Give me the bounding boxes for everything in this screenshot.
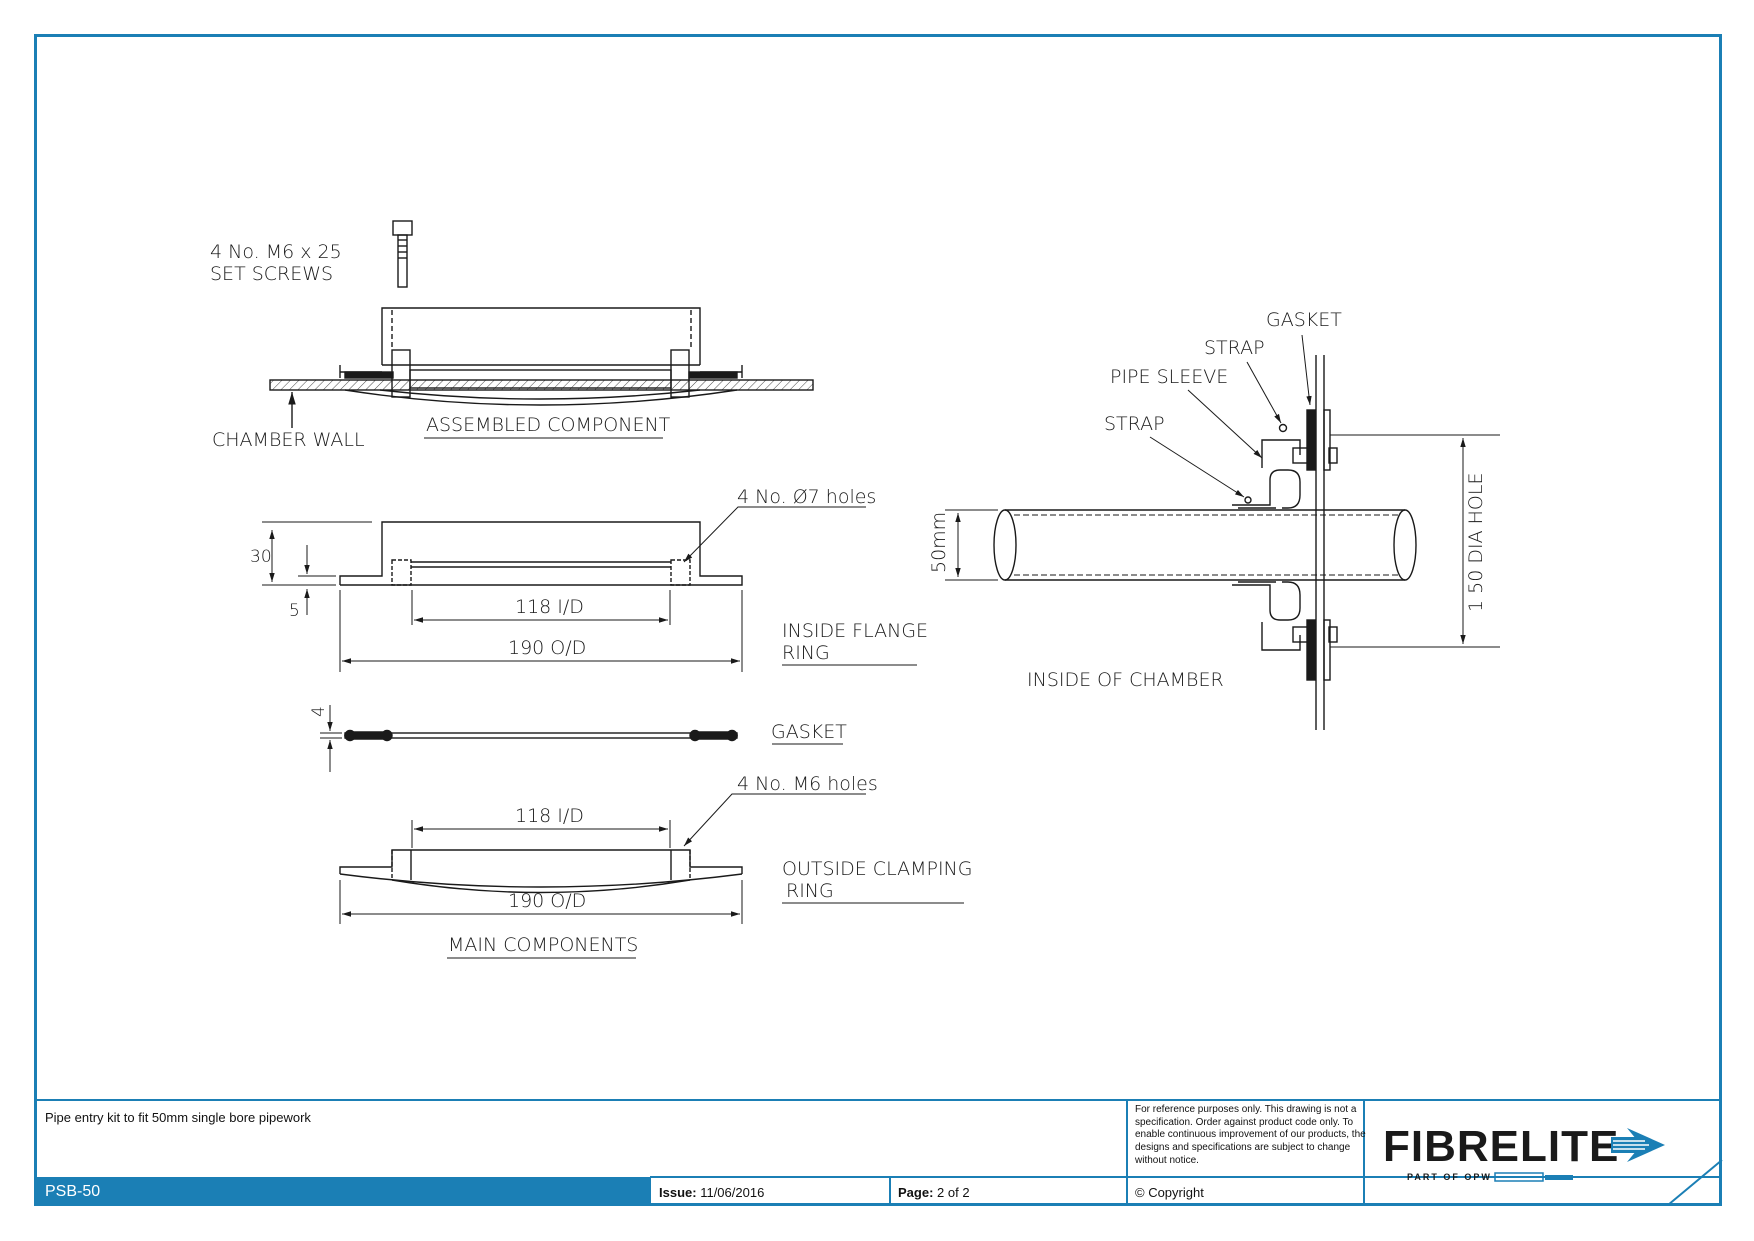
pipe-section-view	[945, 334, 1500, 730]
inside-chamber-label: INSIDE OF CHAMBER	[1027, 669, 1224, 691]
set-screw-head	[392, 220, 413, 236]
logo-badge-icon	[1494, 1172, 1544, 1182]
housing-outline	[381, 307, 701, 365]
issue-date: Issue: 11/06/2016	[659, 1185, 765, 1200]
main-components-title: MAIN COMPONENTS	[448, 934, 638, 956]
outside-clamping-ring-view	[339, 793, 964, 959]
strap-left-label: STRAP	[1104, 413, 1165, 435]
fibrelite-logo: FIBRELITE PART OF OPW	[1383, 1122, 1665, 1182]
inside-flange-label-2: RING	[782, 642, 830, 664]
dim-50mm: 50mm	[928, 512, 950, 573]
chamber-wall-label: CHAMBER WALL	[212, 429, 365, 451]
dim-150-dia: 1 50 DIA HOLE	[1465, 473, 1487, 612]
dim-4: 4	[309, 706, 329, 717]
logo-text: FIBRELITE	[1383, 1122, 1619, 1171]
dim-118-flange: 118 I/D	[515, 596, 584, 618]
title-block-lines	[37, 1099, 1723, 1206]
assembled-component-title: ASSEMBLED COMPONENT	[426, 414, 671, 436]
m6-holes-label: 4 No. M6 holes	[737, 773, 878, 795]
logo-badge-bar-icon	[1545, 1175, 1573, 1180]
page-number: Page: 2 of 2	[898, 1185, 970, 1200]
title-block: Pipe entry kit to fit 50mm single bore p…	[37, 1100, 1720, 1206]
gasket-right-label: GASKET	[1266, 309, 1342, 331]
strap-top-label: STRAP	[1204, 337, 1265, 359]
drawing-frame	[34, 34, 1722, 1206]
dim-30: 30	[250, 547, 272, 567]
dim-190-flange: 190 O/D	[508, 637, 586, 659]
assembled-component-view	[269, 220, 814, 439]
holes-7-label: 4 No. Ø7 holes	[737, 486, 876, 508]
gasket-view	[320, 705, 843, 772]
dim-5: 5	[289, 601, 300, 621]
set-screw-shank	[397, 234, 408, 288]
reference-note: For reference purposes only. This drawin…	[1135, 1104, 1366, 1166]
dim-190-clamp: 190 O/D	[508, 890, 586, 912]
copyright: © Copyright	[1135, 1185, 1204, 1200]
logo-arrow-icon	[1611, 1128, 1665, 1162]
gasket-label: GASKET	[771, 721, 847, 743]
chamber-wall	[269, 379, 814, 391]
outside-clamp-label-2: RING	[786, 880, 834, 902]
inside-flange-ring-view	[262, 506, 917, 672]
code-bar	[37, 1177, 651, 1205]
pipe-sleeve-label: PIPE SLEEVE	[1110, 366, 1228, 388]
dim-118-clamp: 118 I/D	[515, 805, 584, 827]
logo-subtext: PART OF OPW	[1407, 1172, 1492, 1182]
outside-clamp-label: OUTSIDE CLAMPING	[782, 858, 972, 880]
set-screws-label: 4 No. M6 x 25	[210, 241, 342, 263]
drawing-description: Pipe entry kit to fit 50mm single bore p…	[45, 1110, 311, 1125]
inside-flange-label: INSIDE FLANGE	[782, 620, 928, 642]
product-code: PSB-50	[45, 1183, 101, 1200]
set-screws-label-2: SET SCREWS	[210, 263, 333, 285]
